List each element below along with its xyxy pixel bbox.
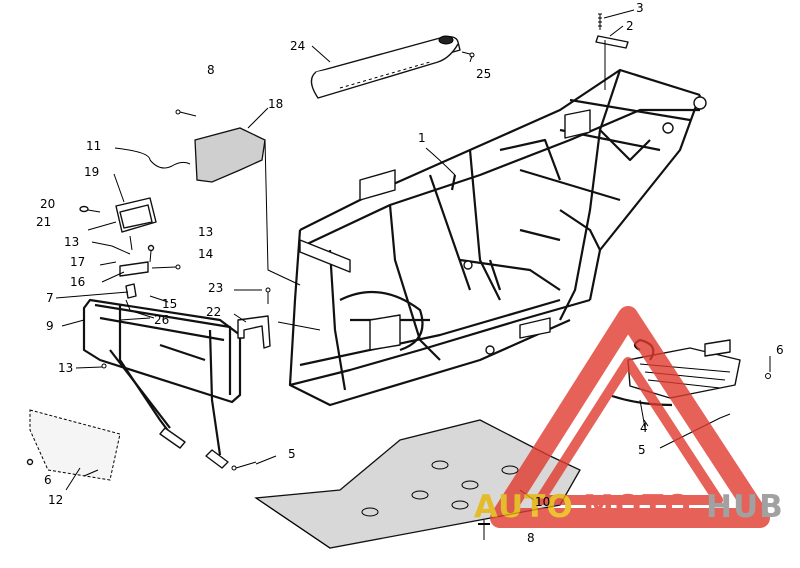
callout-20: 20 xyxy=(40,197,55,211)
callout-18: 18 xyxy=(268,97,283,111)
main-frame xyxy=(288,68,707,407)
leader-lines xyxy=(55,9,771,501)
callout-8-top: 8 xyxy=(207,63,215,77)
callout-16: 16 xyxy=(70,275,85,289)
callout-labels: 1 2 3 4 5 5 6 6 7 8 8 9 10 11 12 13 13 1… xyxy=(36,1,784,545)
headlight xyxy=(79,197,181,299)
callout-1: 1 xyxy=(418,131,426,145)
bracket-22 xyxy=(237,287,321,349)
callout-17: 17 xyxy=(70,255,85,269)
callout-24: 24 xyxy=(290,39,305,53)
automotohub-watermark: AUTO MOTO HUB xyxy=(474,306,784,528)
callout-10: 10 xyxy=(535,495,550,509)
callout-4: 4 xyxy=(640,421,648,435)
callout-19: 19 xyxy=(84,165,99,179)
bottom-bolts xyxy=(231,461,490,540)
callout-15: 15 xyxy=(162,297,177,311)
callout-14: 14 xyxy=(198,247,213,261)
callout-3: 3 xyxy=(636,1,644,15)
watermark-text-moto: MOTO xyxy=(583,489,692,525)
watermark-text-auto: AUTO xyxy=(474,489,574,525)
callout-23: 23 xyxy=(208,281,223,295)
watermark-text-hub: HUB xyxy=(706,489,784,525)
callout-9: 9 xyxy=(46,319,54,333)
callout-8-bottom: 8 xyxy=(527,531,535,545)
callout-13-c: 13 xyxy=(58,361,73,375)
heat-shield xyxy=(175,109,301,286)
callout-2: 2 xyxy=(626,19,634,33)
callout-13-a: 13 xyxy=(64,235,79,249)
callout-12: 12 xyxy=(48,493,63,507)
callout-11: 11 xyxy=(86,139,101,153)
bracket-2 xyxy=(595,13,629,90)
frame-pad xyxy=(310,35,475,99)
plate-12 xyxy=(26,409,121,481)
front-rack xyxy=(82,298,242,469)
wire-harness xyxy=(149,159,191,169)
callout-25: 25 xyxy=(476,67,491,81)
callout-13-b: 13 xyxy=(198,225,213,239)
callout-22: 22 xyxy=(206,305,221,319)
watermark-triangle xyxy=(490,306,770,528)
callout-5-right: 5 xyxy=(638,443,646,457)
callout-5-left: 5 xyxy=(288,447,296,461)
callout-21: 21 xyxy=(36,215,51,229)
callout-6-left: 6 xyxy=(44,473,52,487)
callout-7: 7 xyxy=(46,291,54,305)
callout-26: 26 xyxy=(154,313,169,327)
callout-6-right: 6 xyxy=(776,343,784,357)
